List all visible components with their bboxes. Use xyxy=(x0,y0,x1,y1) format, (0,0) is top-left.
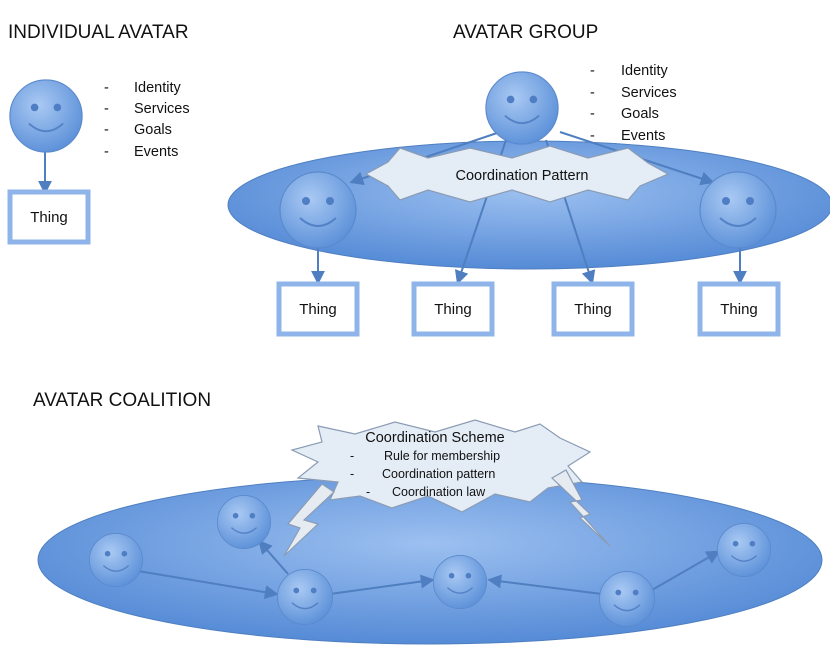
group-leader-avatar-icon xyxy=(484,70,560,146)
thing-label: Thing xyxy=(574,301,612,318)
coordination-scheme-item: Rule for membership xyxy=(384,449,500,463)
group-attribute: Goals xyxy=(621,106,659,122)
coalition-arrow xyxy=(258,539,289,575)
lightning-bolt-icon xyxy=(551,469,611,547)
coalition-avatar-icon xyxy=(276,568,334,626)
individual-avatar-section: INDIVIDUAL AVATAR - Identity - Services … xyxy=(7,22,190,245)
coalition-avatar-icon xyxy=(216,494,272,550)
avatar-group-title: AVATAR GROUP xyxy=(453,22,598,43)
avatar-group-section: AVATAR GROUP Coordination Pattern - Iden… xyxy=(227,22,830,337)
individual-avatar-title: INDIVIDUAL AVATAR xyxy=(8,22,189,43)
svg-text:-: - xyxy=(590,63,595,79)
thing-label: Thing xyxy=(30,209,68,226)
coordination-scheme-title: Coordination Scheme xyxy=(365,430,504,446)
svg-text:-: - xyxy=(590,106,595,122)
lightning-bolt-icon xyxy=(283,483,335,557)
coordination-scheme-item: Coordination law xyxy=(392,485,486,499)
group-member-avatar-icon xyxy=(699,171,777,249)
group-attribute: Services xyxy=(621,85,677,101)
individual-attribute: Goals xyxy=(134,122,172,138)
group-thing-box: Thing xyxy=(697,281,781,337)
group-member-avatar-icon xyxy=(279,171,357,249)
thing-label: Thing xyxy=(434,301,472,318)
svg-text:-: - xyxy=(590,128,595,144)
svg-text:-: - xyxy=(104,144,109,160)
coalition-arrow xyxy=(329,574,435,595)
coalition-arrow xyxy=(137,570,279,600)
coordination-pattern-burst: Coordination Pattern xyxy=(364,145,670,203)
svg-text:-: - xyxy=(104,80,109,96)
coalition-arrow xyxy=(487,574,603,595)
svg-text:-: - xyxy=(350,467,354,481)
coalition-avatar-icon xyxy=(598,570,656,628)
group-thing-box: Thing xyxy=(551,281,635,337)
coordination-scheme-burst: Coordination Scheme - Rule for membershi… xyxy=(290,419,592,513)
svg-text:-: - xyxy=(590,85,595,101)
individual-avatar-icon xyxy=(8,78,84,154)
individual-attribute: Identity xyxy=(134,80,181,96)
coalition-arrow xyxy=(651,550,721,591)
group-attribute-list: - Identity - Services - Goals - Events xyxy=(590,63,677,144)
coalition-avatar-icon xyxy=(716,522,772,578)
individual-attribute-list: - Identity - Services - Goals - Events xyxy=(104,80,190,160)
group-thing-box: Thing xyxy=(276,281,360,337)
svg-text:-: - xyxy=(350,449,354,463)
coordination-pattern-label: Coordination Pattern xyxy=(456,168,589,184)
coalition-avatar-icon xyxy=(88,532,144,588)
svg-text:-: - xyxy=(366,485,370,499)
individual-thing-box: Thing xyxy=(7,189,91,245)
individual-attribute: Services xyxy=(134,101,190,117)
thing-label: Thing xyxy=(720,301,758,318)
svg-text:-: - xyxy=(104,101,109,117)
avatar-coalition-section: AVATAR COALITION Coordination Scheme - R… xyxy=(33,390,823,645)
avatar-coalition-title: AVATAR COALITION xyxy=(33,390,211,411)
svg-text:-: - xyxy=(104,122,109,138)
group-thing-box: Thing xyxy=(411,281,495,337)
individual-attribute: Events xyxy=(134,144,178,160)
thing-label: Thing xyxy=(299,301,337,318)
coordination-scheme-item: Coordination pattern xyxy=(382,467,495,481)
group-attribute: Identity xyxy=(621,63,668,79)
group-attribute: Events xyxy=(621,128,665,144)
coalition-avatar-icon xyxy=(432,554,488,610)
